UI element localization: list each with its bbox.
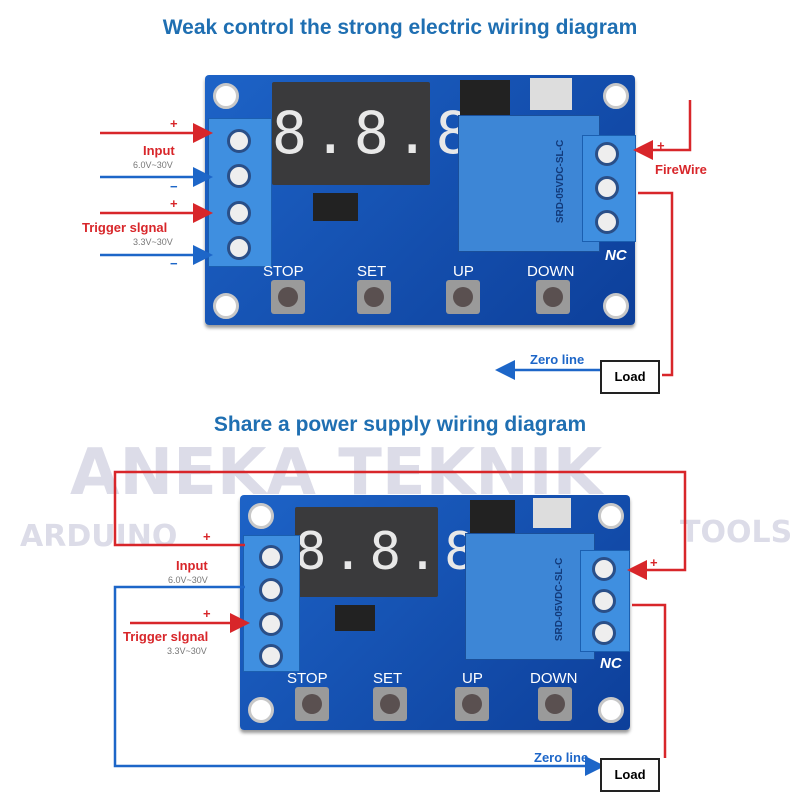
stop-button[interactable] [271,280,305,314]
optocoupler [313,193,358,221]
watermark-tools: TOOLS [680,515,793,550]
trigger-label: Trigger slgnal [82,220,168,235]
timer-relay-board-bottom: 8.8.8. SRD-05VDC-SL-C NC STOP SET UP DOW… [240,495,630,730]
load-wire-2 [632,603,667,758]
up-button[interactable] [455,687,489,721]
set-label: SET [373,670,403,687]
input-terminal-block [243,535,300,672]
plus-sign: + [657,138,665,153]
input-label: Input [176,558,208,573]
relay: SRD-05VDC-SL-C [465,533,595,660]
set-label: SET [357,263,387,280]
zero-line-label: Zero line [534,750,589,765]
plus-sign: + [203,606,211,621]
minus-sign: − [170,256,178,271]
usb-port [530,78,572,110]
trigger-range: 3.3V~30V [133,237,173,247]
stop-label: STOP [263,263,304,280]
relay-terminal-block [580,550,630,652]
shared-minus-loop [113,585,605,776]
firewire-wire [633,100,692,160]
timer-relay-board-top: 8.8.8. SRD-05VDC-SL-C NC STOP SET UP DOW… [205,75,636,325]
down-label: DOWN [527,263,575,280]
top-diagram-title: Weak control the strong electric wiring … [162,16,638,39]
down-button[interactable] [536,280,570,314]
set-button[interactable] [357,280,391,314]
load-box: Load [600,758,660,792]
input-terminal-block [208,118,272,267]
watermark-arduino: ARDUINO [20,519,178,554]
up-label: UP [453,263,474,280]
shared-plus-loop [113,470,687,580]
nc-label: NC [605,247,627,264]
load-wire [638,191,674,377]
up-button[interactable] [446,280,480,314]
trigger-label: Trigger slgnal [123,629,209,644]
optocoupler [335,605,375,631]
input-label: Input [143,143,175,158]
set-button[interactable] [373,687,407,721]
relay-terminal-block [582,135,636,242]
input-range: 6.0V~30V [168,575,208,585]
plus-sign: + [203,529,211,544]
plus-sign: + [170,196,178,211]
stop-label: STOP [287,670,328,687]
up-label: UP [462,670,483,687]
plus-sign: + [170,116,178,131]
bottom-diagram-title: Share a power supply wiring diagram [213,413,587,436]
minus-sign: − [170,179,178,194]
zero-line-label: Zero line [530,352,585,367]
trigger-range: 3.3V~30V [167,646,207,656]
input-range: 6.0V~30V [133,160,173,170]
load-box: Load [600,360,660,394]
usb-port [533,498,571,528]
relay: SRD-05VDC-SL-C [458,115,600,252]
down-label: DOWN [530,670,578,687]
firewire-label: FireWire [655,162,707,177]
down-button[interactable] [538,687,572,721]
stop-button[interactable] [295,687,329,721]
plus-sign: + [650,555,658,570]
nc-label: NC [600,655,622,672]
